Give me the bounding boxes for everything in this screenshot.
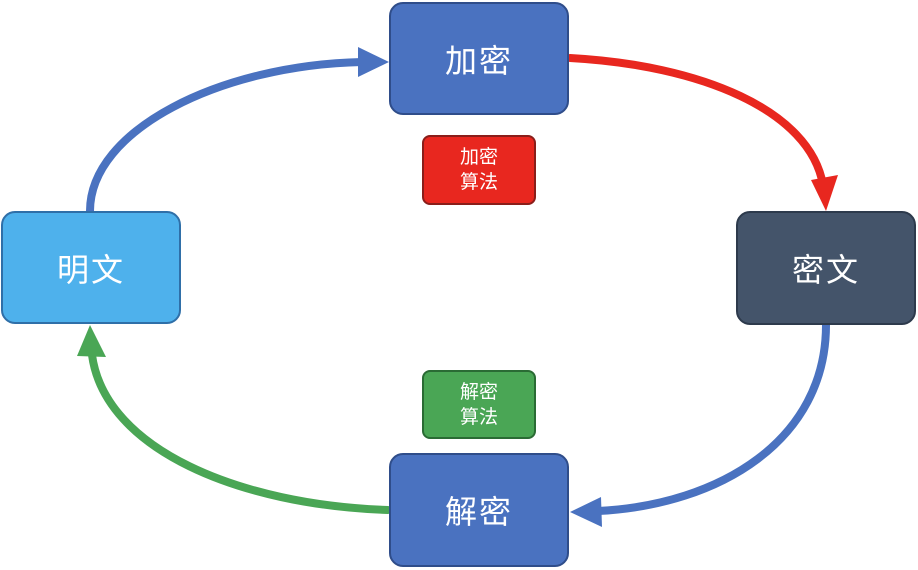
encryption-algorithm-line2: 算法 [459,171,498,193]
arrow-decrypt-to-plaintext [88,351,392,514]
encryption-algorithm-line1: 加密 [459,146,498,168]
arrow-plaintext-to-encrypt [86,58,366,215]
encrypt-node: 加密 [389,2,569,115]
encryption-algorithm-box: 加密 算法 [422,135,536,205]
plaintext-node-label: 明文 [56,250,125,289]
decryption-algorithm-box: 解密 算法 [422,370,536,439]
decryption-algorithm-line1: 解密 [459,380,498,403]
arrowhead-decrypt-to-plaintext [77,325,106,357]
arrow-encrypt-to-ciphertext [566,54,827,189]
arrowhead-encrypt-to-ciphertext [811,175,838,211]
decrypt-node-label: 解密 [444,493,513,531]
arrowhead-ciphertext-to-decrypt [570,497,602,527]
ciphertext-node: 密文 [736,211,916,325]
plaintext-node: 明文 [1,211,181,324]
arrowhead-plaintext-to-encrypt [358,47,389,77]
ciphertext-node-label: 密文 [791,251,860,289]
arrow-ciphertext-to-decrypt [594,321,830,515]
decryption-algorithm-line2: 算法 [459,405,498,428]
decrypt-node: 解密 [389,453,569,567]
encrypt-node-label: 加密 [444,41,513,80]
